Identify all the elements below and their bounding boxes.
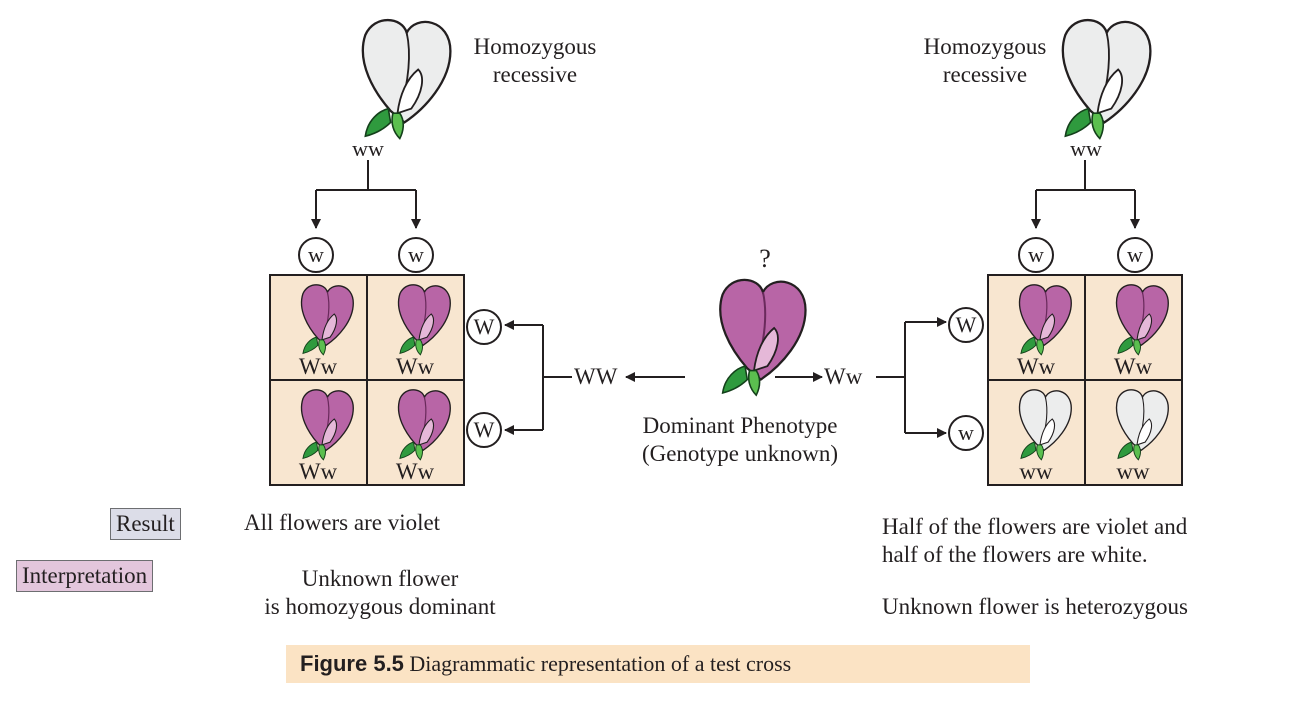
unknown-phenotype-line2: (Genotype unknown) [641,441,839,466]
left-top-gamete-circle-2 [398,237,434,273]
left-gamete-split-lines [311,160,421,229]
right-side-gamete-circle-2 [948,415,984,451]
left-top-gamete-1: w [308,242,324,267]
right-offspring-genotype-4: ww [1116,459,1150,484]
interpretation-label: Interpretation [16,560,154,592]
right-side-gamete-circle-1 [948,307,984,343]
left-side-gamete-circle-2 [466,412,502,448]
left-offspring-genotype-1: Ww [298,354,338,379]
right-side-gamete-1: W [955,312,977,337]
left-offspring-genotype-4: Ww [395,459,435,484]
left-side-gamete-2: W [473,417,495,442]
right-parent-label-line2: recessive [942,62,1028,87]
right-offspring-genotype-3: ww [1019,459,1053,484]
right-cross-arrows [775,317,947,438]
left-interpretation-line2: is homozygous dominant [264,594,496,619]
left-interpretation-line1: Unknown flower [301,566,459,591]
left-parent-genotype: ww [352,136,384,161]
result-label: Result [110,508,181,540]
right-result-line1: Half of the flowers are violet and [882,514,1188,539]
left-offspring-genotype-3: Ww [298,459,338,484]
right-parent-flower [1061,18,1152,140]
unknown-left-genotype: WW [574,364,618,389]
right-parent-label-line1: Homozygous [923,34,1047,59]
right-top-gamete-circle-1 [1018,237,1054,273]
figure-caption: Figure 5.5 Diagrammatic representation o… [286,645,1030,683]
right-side-gamete-2: w [958,420,974,445]
right-offspring-genotype-2: Ww [1113,354,1153,379]
right-offspring-genotype-1: Ww [1016,354,1056,379]
right-top-gamete-1: w [1028,242,1044,267]
left-top-gamete-2: w [408,242,424,267]
figure-caption-text: Diagrammatic representation of a test cr… [409,651,792,676]
left-result-text: All flowers are violet [244,510,441,535]
left-cross-arrows [504,320,685,435]
right-gamete-split-lines [1031,160,1140,229]
left-top-gamete-circle-1 [298,237,334,273]
right-top-gamete-circle-2 [1117,237,1153,273]
right-parent-genotype: ww [1070,136,1102,161]
left-parent-label-line1: Homozygous [473,34,597,59]
figure-number: Figure 5.5 [300,651,404,676]
right-top-gamete-2: w [1127,242,1143,267]
left-side-gamete-circle-1 [466,309,502,345]
left-side-gamete-1: W [473,314,495,339]
left-parent-label-line2: recessive [492,62,578,87]
right-result-line2: half of the flowers are white. [882,542,1148,567]
unknown-question-mark: ? [759,244,771,273]
right-interpretation-text: Unknown flower is heterozygous [882,594,1188,619]
left-offspring-genotype-2: Ww [395,354,435,379]
left-parent-flower [361,18,452,140]
unknown-right-genotype: Ww [824,364,863,389]
unknown-phenotype-line1: Dominant Phenotype [642,413,838,438]
